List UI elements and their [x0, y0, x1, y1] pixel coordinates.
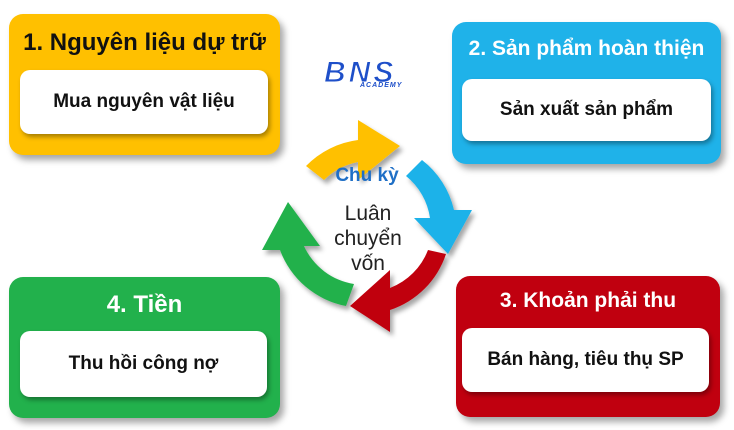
- stage-title: 4. Tiền: [106, 291, 183, 318]
- logo-text: BNS: [324, 56, 396, 89]
- logo-subtext: ACADEMY: [359, 82, 403, 89]
- stage-action-text: Bán hàng, tiêu thụ SP: [487, 349, 684, 370]
- stage-card-receivables: 3. Khoản phải thu Bán hàng, tiêu thụ SP: [456, 276, 720, 417]
- cycle-arrow-green: [262, 202, 354, 306]
- cycle-top-label: Chu kỳ: [335, 165, 399, 186]
- stage-action-text: Sản xuất sản phẩm: [499, 99, 674, 120]
- stage-card-cash: 4. Tiền Thu hồi công nợ: [9, 277, 280, 418]
- stage-action-box: Thu hồi công nợ: [20, 331, 267, 397]
- cycle-label-line: Luân: [344, 202, 392, 225]
- cycle-label-line: vốn: [351, 252, 385, 275]
- bns-academy-logo: BNS ACADEMY: [324, 56, 403, 90]
- stage-title: 2. Sản phẩm hoàn thiện: [468, 37, 705, 60]
- stage-action-box: Sản xuất sản phẩm: [462, 79, 711, 141]
- stage-action-box: Bán hàng, tiêu thụ SP: [462, 328, 709, 392]
- stage-action-text: Thu hồi công nợ: [68, 353, 219, 374]
- stage-card-raw-materials: 1. Nguyên liệu dự trữ Mua nguyên vật liệ…: [9, 14, 280, 155]
- stage-title: 3. Khoản phải thu: [499, 289, 677, 312]
- stage-card-finished-goods: 2. Sản phẩm hoàn thiện Sản xuất sản phẩm: [452, 22, 721, 164]
- stage-title: 1. Nguyên liệu dự trữ: [23, 29, 266, 56]
- stage-action-box: Mua nguyên vật liệu: [20, 70, 268, 134]
- stage-action-text: Mua nguyên vật liệu: [53, 91, 235, 112]
- cycle-arrow-red: [350, 250, 446, 332]
- cycle-label-line: chuyển: [334, 227, 402, 250]
- cycle-arrow-blue: [406, 160, 472, 254]
- cycle-arrow-yellow: [306, 120, 400, 180]
- cycle-arrows: [262, 120, 472, 332]
